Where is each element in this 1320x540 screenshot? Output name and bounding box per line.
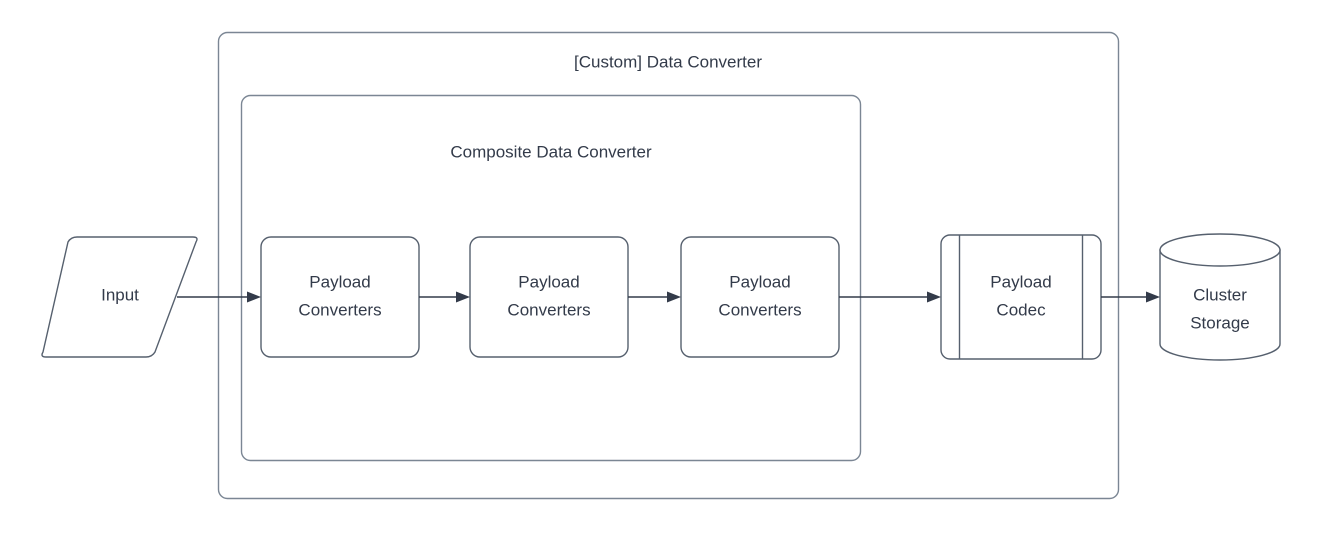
edge-pc3-to-codec-arrowhead [927, 291, 941, 303]
edge-payload-converters-3-to-codec [839, 291, 941, 303]
payload-codec-label-line1: Payload [990, 272, 1051, 291]
cluster-storage-label-line1: Cluster [1193, 285, 1247, 304]
payload-converters-2-box [469, 236, 629, 358]
payload-converters-2-label-line1: Payload [518, 272, 579, 291]
payload-converters-2-label-line2: Converters [507, 300, 590, 319]
payload-converters-1-box [260, 236, 420, 358]
payload-converters-3-box [680, 236, 840, 358]
node-input[interactable]: Input [41, 236, 198, 358]
container-composite-data-converter[interactable]: Composite Data Converter [240, 94, 862, 462]
node-cluster-storage[interactable]: Cluster Storage [1159, 233, 1281, 361]
custom-data-converter-title: [Custom] Data Converter [574, 52, 762, 71]
edge-payload-converters-2-to-3 [628, 291, 681, 303]
edge-payload-converters-1-to-2 [419, 291, 470, 303]
payload-codec-label-line2: Codec [996, 300, 1046, 319]
edge-pc2-to-pc3-arrowhead [667, 291, 681, 303]
node-payload-converters-1[interactable]: Payload Converters [260, 236, 420, 358]
input-label: Input [101, 285, 139, 304]
custom-data-converter-box [217, 31, 1120, 500]
edge-codec-to-cluster-storage [1101, 291, 1160, 303]
payload-converters-3-label-line2: Converters [718, 300, 801, 319]
input-parallelogram [41, 236, 198, 358]
payload-converters-3-label-line1: Payload [729, 272, 790, 291]
edge-pc1-to-pc2-arrowhead [456, 291, 470, 303]
payload-converters-1-label-line1: Payload [309, 272, 370, 291]
payload-converters-1-label-line2: Converters [298, 300, 381, 319]
container-custom-data-converter[interactable]: [Custom] Data Converter [217, 31, 1120, 500]
edge-input-to-pc1-arrowhead [247, 291, 261, 303]
cluster-storage-body [1159, 249, 1281, 361]
cluster-storage-label-line2: Storage [1190, 313, 1250, 332]
cluster-storage-top-ellipse [1159, 233, 1281, 267]
composite-data-converter-box [240, 94, 862, 462]
edge-codec-to-storage-arrowhead [1146, 291, 1160, 303]
node-payload-converters-3[interactable]: Payload Converters [680, 236, 840, 358]
payload-codec-box [940, 234, 1102, 360]
composite-data-converter-title: Composite Data Converter [450, 142, 652, 161]
edge-input-to-payload-converters-1 [177, 291, 261, 303]
node-payload-codec[interactable]: Payload Codec [940, 234, 1102, 360]
node-payload-converters-2[interactable]: Payload Converters [469, 236, 629, 358]
